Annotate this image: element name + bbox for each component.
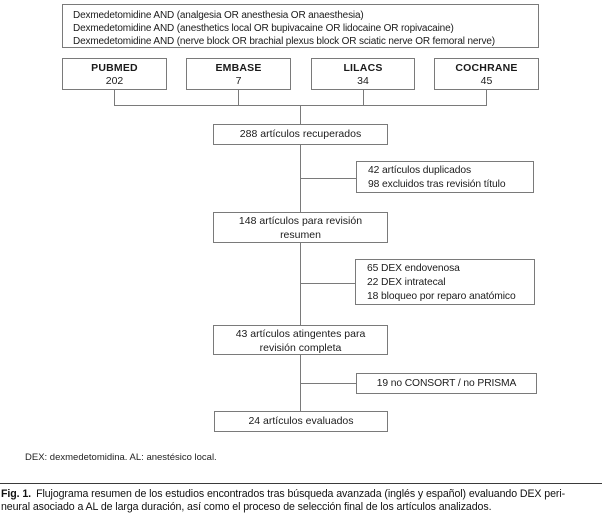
flow-box-full-review: 43 artículos atingentes para revisión co…	[213, 325, 388, 355]
flow-box-text: resumen	[280, 229, 321, 241]
search-query-box: Dexmedetomidine AND (analgesia OR anesth…	[62, 4, 539, 48]
abbreviations-footnote: DEX: dexmedetomidina. AL: anestésico loc…	[25, 452, 217, 463]
connector-line	[300, 178, 356, 179]
exclusion-box-reporting: 19 no CONSORT / no PRISMA	[356, 373, 537, 394]
connector-line	[238, 90, 239, 105]
connector-line	[363, 90, 364, 105]
flow-box-text: revisión completa	[259, 342, 342, 354]
caption-divider	[0, 483, 602, 484]
exclusion-box-duplicates: 42 artículos duplicados 98 excluidos tra…	[356, 161, 534, 193]
database-name: PUBMED	[91, 62, 138, 74]
exclusion-text: 19 no CONSORT / no PRISMA	[376, 378, 517, 389]
database-box-cochrane: COCHRANE 45	[434, 58, 539, 90]
caption-text: Flujograma resumen de los estudios encon…	[36, 488, 566, 500]
connector-line	[486, 90, 487, 105]
search-query-line: Dexmedetomidine AND (analgesia OR anesth…	[73, 10, 364, 21]
connector-line	[300, 243, 301, 325]
database-box-lilacs: LILACS 34	[311, 58, 415, 90]
flow-box-text: 43 artículos atingentes para	[235, 328, 366, 340]
search-query-line: Dexmedetomidine AND (anesthetics local O…	[73, 23, 454, 34]
flow-box-retrieved: 288 artículos recuperados	[213, 124, 388, 145]
database-box-pubmed: PUBMED 202	[62, 58, 167, 90]
database-count: 34	[357, 75, 369, 87]
flow-box-text: 288 artículos recuperados	[239, 128, 362, 140]
database-box-embase: EMBASE 7	[186, 58, 291, 90]
figure-caption-line2: neural asociado a AL de larga duración, …	[1, 501, 492, 513]
exclusion-text: 65 DEX endovenosa	[367, 263, 460, 274]
flow-box-evaluated: 24 artículos evaluados	[214, 411, 388, 432]
exclusion-text: 98 excluidos tras revisión título	[368, 179, 506, 190]
database-count: 45	[480, 75, 493, 87]
flow-box-text: 24 artículos evaluados	[248, 415, 354, 427]
database-name: EMBASE	[215, 62, 262, 74]
figure-caption-line1: Fig. 1. Flujograma resumen de los estudio…	[1, 488, 602, 501]
connector-line	[300, 105, 301, 124]
search-query-line: Dexmedetomidine AND (nerve block OR brac…	[73, 36, 495, 47]
exclusion-text: 18 bloqueo por reparo anatómico	[367, 291, 516, 302]
database-name: COCHRANE	[455, 62, 518, 74]
connector-line	[114, 90, 115, 105]
flow-box-text: 148 artículos para revisión	[238, 215, 363, 227]
database-count: 7	[235, 75, 242, 87]
figure-label: Fig. 1.	[1, 488, 32, 500]
connector-line	[300, 283, 355, 284]
flow-box-abstract-review: 148 artículos para revisión resumen	[213, 212, 388, 243]
exclusion-text: 22 DEX intratecal	[367, 277, 446, 288]
connector-line	[300, 383, 356, 384]
database-name: LILACS	[343, 62, 383, 74]
exclusion-text: 42 artículos duplicados	[368, 165, 472, 176]
database-count: 202	[105, 75, 124, 87]
exclusion-box-dex-route: 65 DEX endovenosa 22 DEX intratecal 18 b…	[355, 259, 535, 305]
